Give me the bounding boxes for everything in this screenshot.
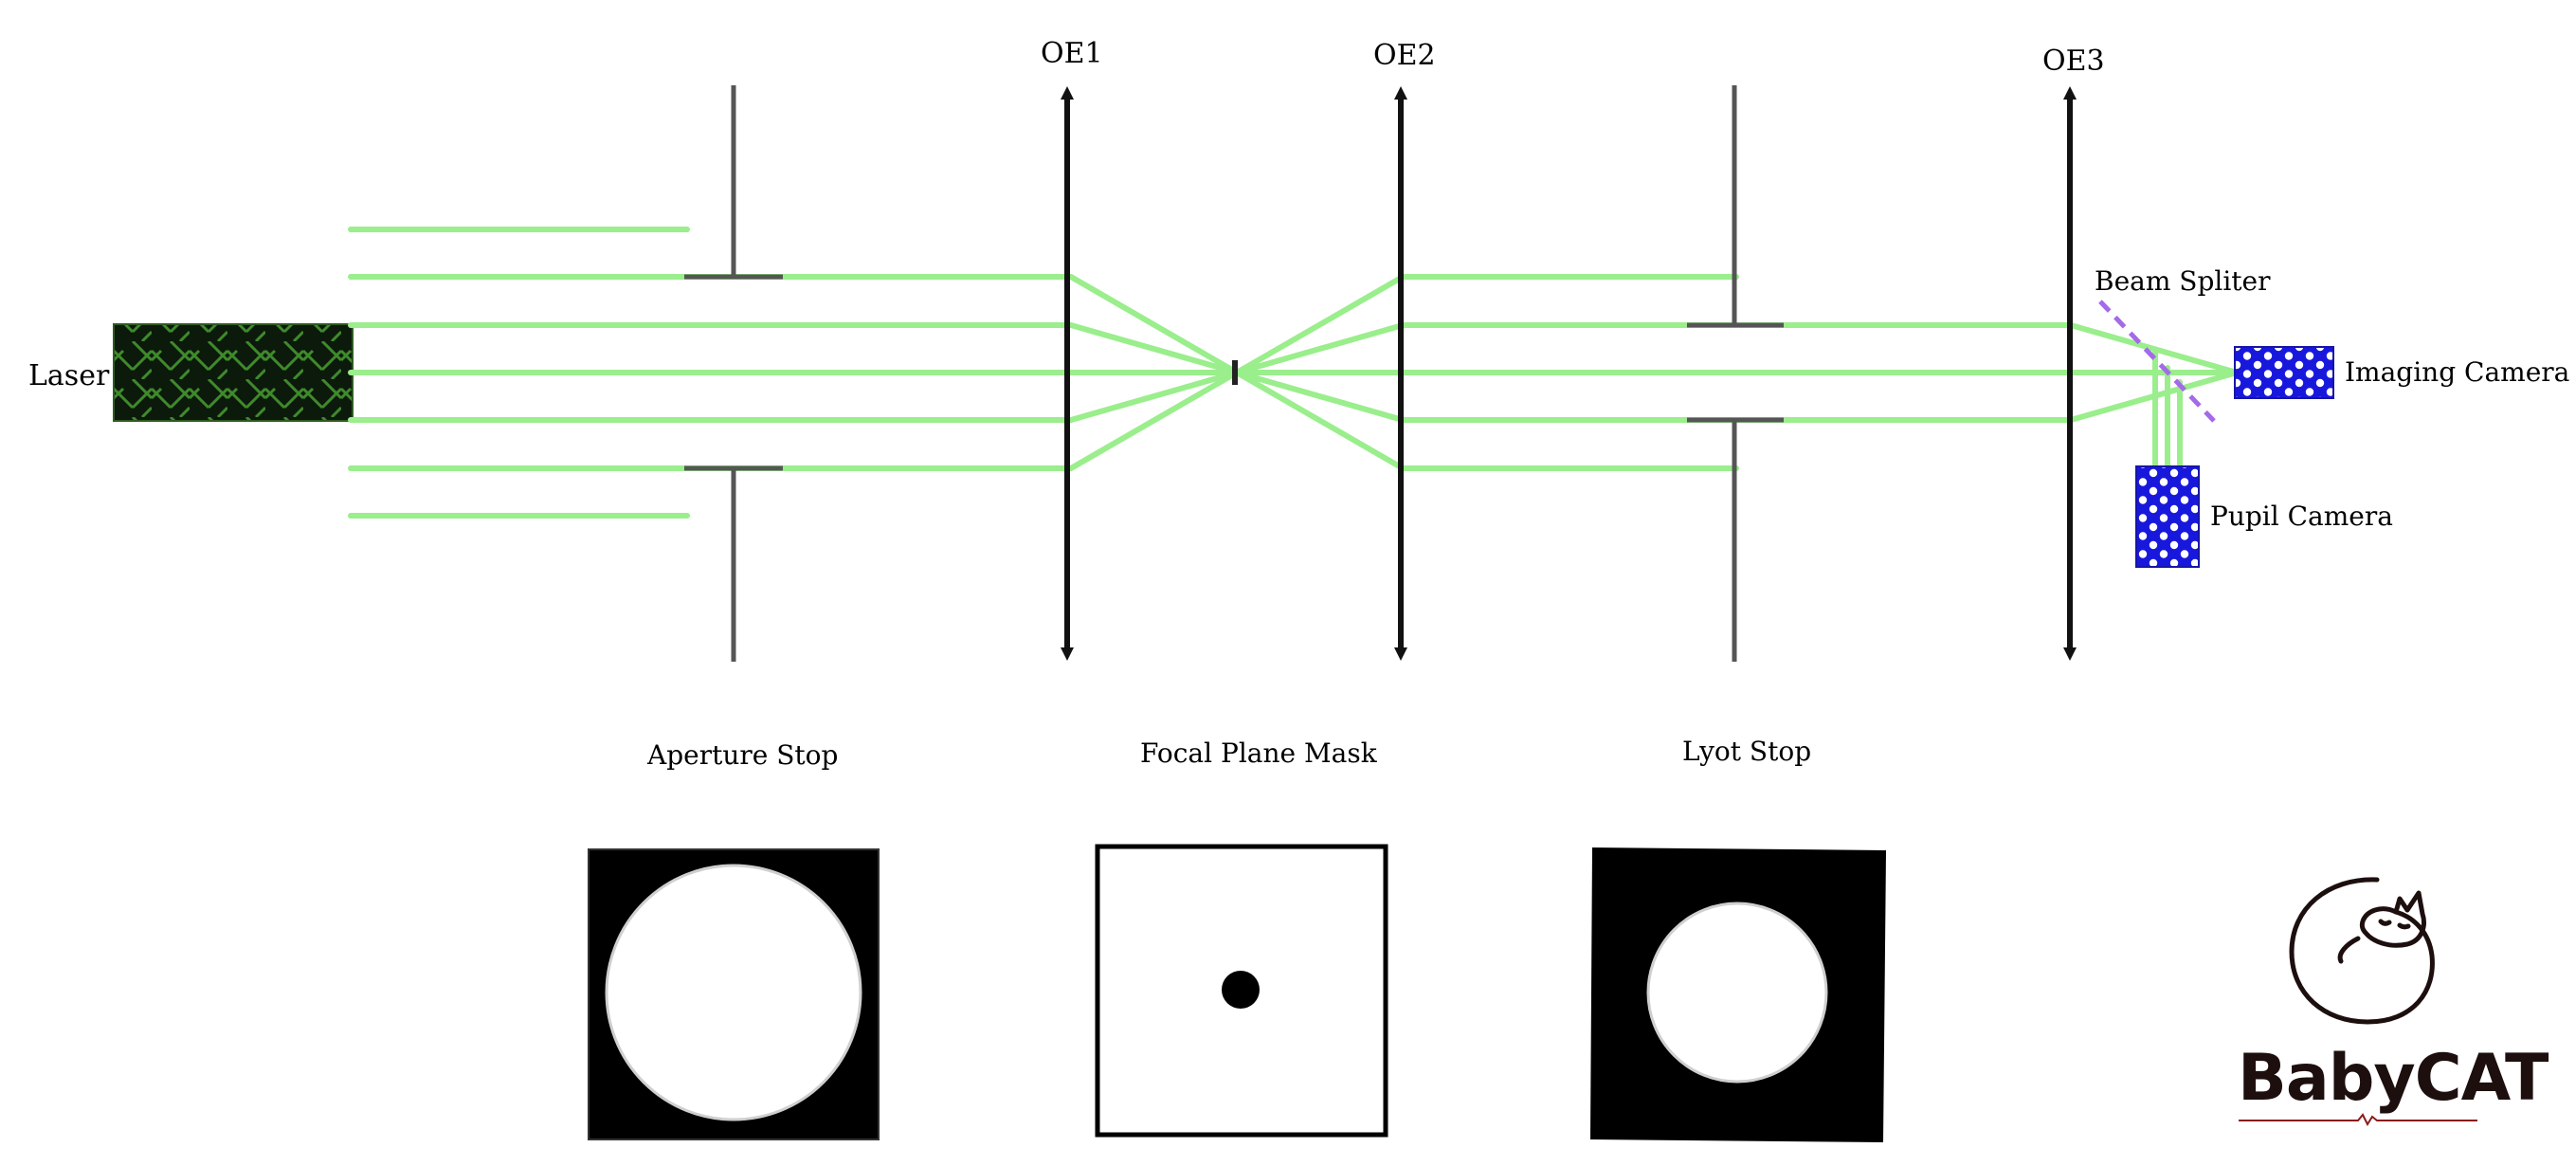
lyot-stop-element [1687,85,1784,662]
lyot-stop-panel [1590,847,1886,1142]
laser-source [113,323,354,422]
focal-plane-mask-panel [1095,844,1388,1138]
oe3-label: OE3 [2042,45,2105,78]
imaging-camera [2234,346,2334,399]
babycat-logo: BabyCAT [2238,877,2550,1127]
oe1-label: OE1 [1041,37,1103,70]
sleeping-cat-icon [2289,877,2435,1025]
pupil-camera-label: Pupil Camera [2210,501,2393,532]
imaging-camera-label: Imaging Camera [2345,356,2569,388]
focal-plane-mask-element [1232,360,1238,385]
aperture-stop-label: Aperture Stop [646,739,838,771]
beam-splitter-label: Beam Spliter [2095,265,2271,297]
oe2-label: OE2 [1373,39,1436,72]
beam-splitter [2098,300,2216,423]
logo-text: BabyCAT [2238,1041,2549,1116]
aperture-stop-element [684,85,783,662]
pupil-camera [2135,465,2200,568]
logo-underline [2239,1113,2477,1127]
aperture-stop-panel [588,848,880,1140]
focal-plane-mask-label: Focal Plane Mask [1140,738,1378,769]
laser-label: Laser [28,359,110,392]
lyot-stop-label: Lyot Stop [1682,736,1811,767]
laser-beams [348,227,2240,519]
